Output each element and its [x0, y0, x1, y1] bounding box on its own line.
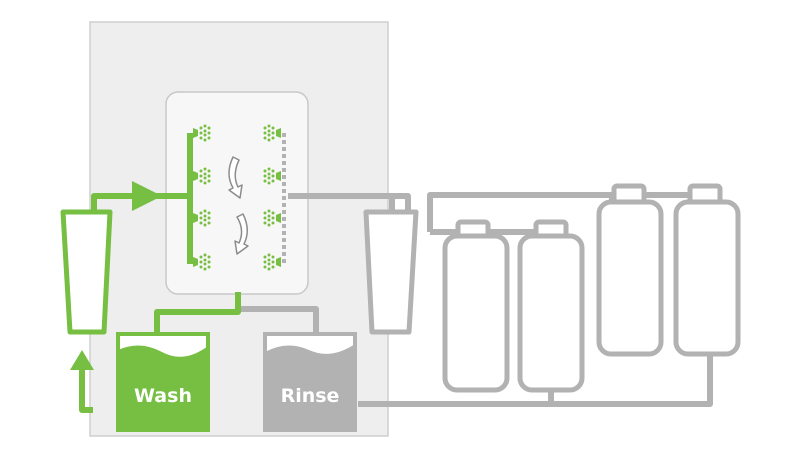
rinse-tank-label: Rinse: [281, 385, 340, 407]
flow-arrow-icon: [132, 181, 162, 211]
vessel-icon: [596, 183, 664, 357]
vessel-group: [442, 183, 741, 393]
vessel-icon: [517, 219, 585, 393]
rinse-feed-line: [238, 306, 319, 334]
vessel-icon: [442, 219, 510, 393]
filter-cartridge-icon: [60, 209, 113, 335]
filter-cartridge-icon: [363, 209, 419, 335]
rotation-arrows-icon: [228, 156, 249, 255]
wash-tank: Wash: [116, 332, 210, 432]
rinse-tank: Rinse: [263, 332, 357, 432]
flow-arrow-icon: [70, 350, 94, 370]
vessel-icon: [673, 183, 741, 357]
wash-tank-label: Wash: [134, 385, 192, 407]
